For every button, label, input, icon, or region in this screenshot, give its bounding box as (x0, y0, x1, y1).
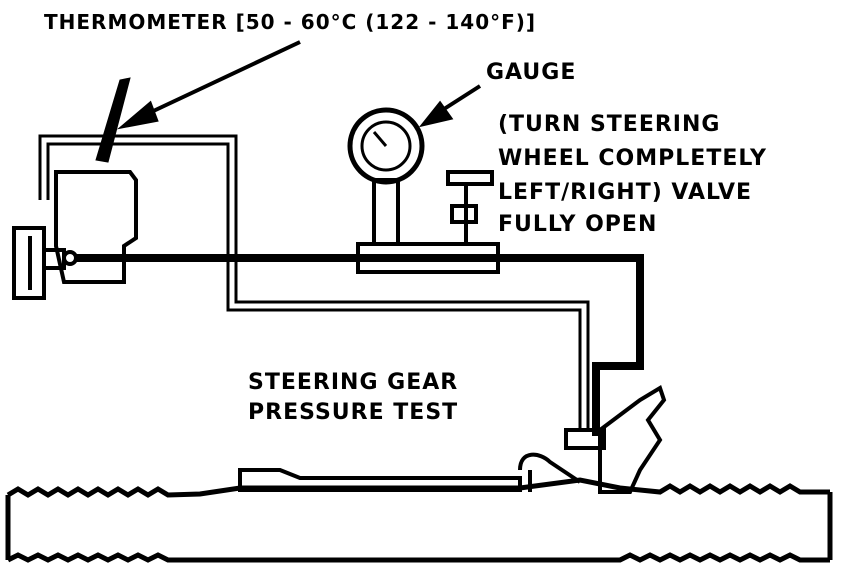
return-hose (38, 134, 590, 432)
callout-arrows (116, 40, 482, 130)
rack-fitting (238, 468, 522, 492)
title-line-1: STEERING GEAR (248, 370, 459, 395)
valve-note-line-3: LEFT/RIGHT) VALVE (498, 180, 753, 205)
title-line-2: PRESSURE TEST (248, 400, 459, 425)
thermometer-probe (95, 77, 131, 163)
pinion-housing (518, 385, 667, 494)
pressure-gauge (347, 107, 425, 185)
shutoff-valve (446, 170, 494, 244)
gear-connector (564, 428, 606, 450)
valve-note-line-1: (TURN STEERING (498, 112, 721, 137)
pump-reservoir (12, 170, 138, 300)
thermometer-label: THERMOMETER [50 - 60°C (122 - 140°F)] (44, 10, 537, 34)
valve-note-line-4: FULLY OPEN (498, 212, 658, 237)
valve-note-line-2: WHEEL COMPLETELY (498, 146, 767, 171)
gauge-label: GAUGE (486, 60, 577, 85)
pressure-hose (70, 254, 644, 436)
hose-fitting-pump (62, 250, 78, 266)
